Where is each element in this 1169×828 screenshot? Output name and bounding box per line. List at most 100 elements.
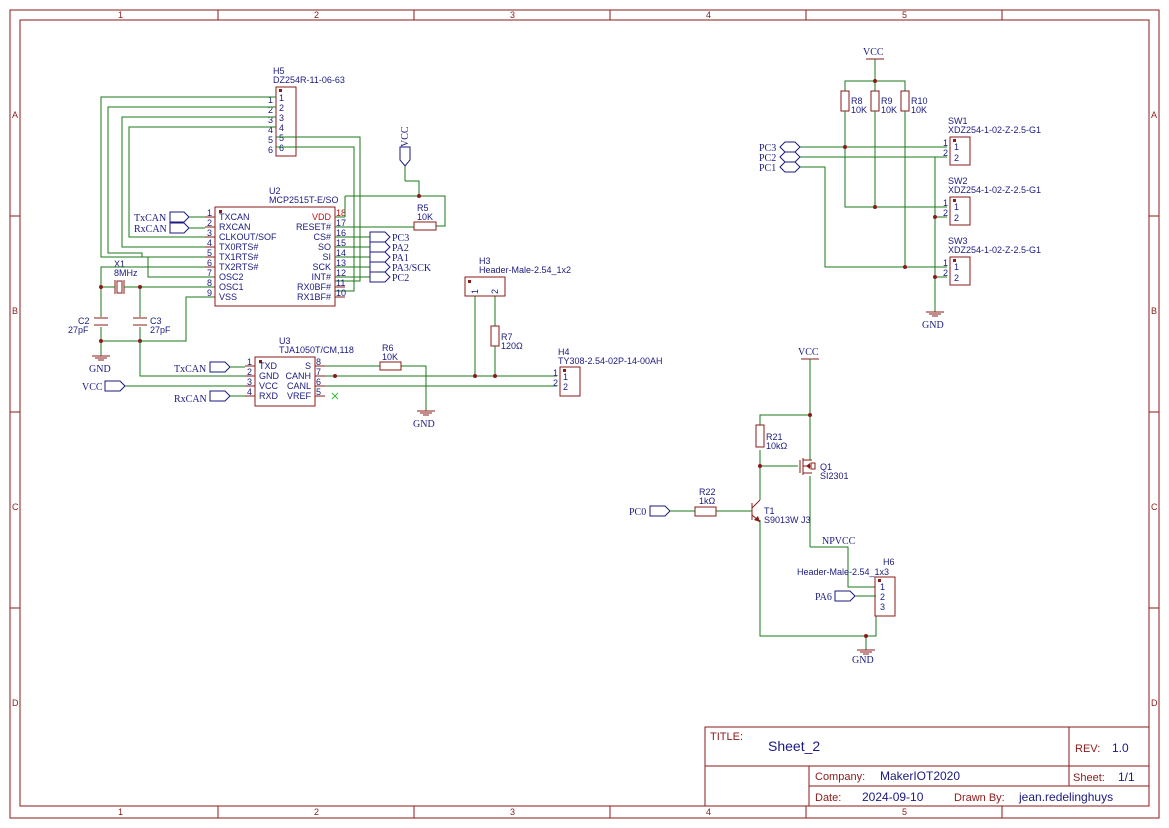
u3-pin-2-name: GND bbox=[259, 371, 280, 381]
h5-pin-4-name: 4 bbox=[279, 123, 284, 133]
u3-pin-3-num: 3 bbox=[247, 377, 252, 387]
gnd-label-u3: GND bbox=[413, 419, 435, 430]
u2-pin-3-name: CLKOUT/SOF bbox=[219, 232, 277, 242]
date-label: Date: bbox=[815, 792, 841, 804]
switch-sw2[interactable]: SW2 XDZ254-1-02-Z-2.5-G1 1 2 1 2 bbox=[943, 176, 1041, 226]
u2-pin-18-num: 18 bbox=[336, 208, 346, 218]
h5-ref: H5 bbox=[273, 66, 285, 76]
col-label-bottom-3: 3 bbox=[510, 807, 515, 817]
row-label-right-a: A bbox=[1151, 110, 1157, 120]
resistor-r22[interactable]: R22 1kΩ bbox=[694, 487, 717, 517]
gnd-symbol-u3: GND bbox=[413, 410, 435, 430]
sw1-pin-1-name: 1 bbox=[954, 142, 959, 152]
u2-part: MCP2515T-E/SO bbox=[269, 195, 339, 205]
u2-pin-2-num: 2 bbox=[207, 218, 212, 228]
u2-pin-16-num: 16 bbox=[336, 228, 346, 238]
resistor-r5[interactable]: R5 10K bbox=[413, 203, 437, 231]
u2-pin-17-name: RESET# bbox=[296, 222, 331, 232]
net-label-txcan-u3: TxCAN bbox=[174, 364, 206, 375]
u2-pin-5-num: 5 bbox=[207, 248, 212, 258]
h4-pin-2-num: 2 bbox=[553, 378, 558, 388]
r22-value: 1kΩ bbox=[699, 496, 716, 506]
u2-pin-11-num: 11 bbox=[336, 278, 345, 288]
u3-pin-4-name: RXD bbox=[259, 391, 279, 401]
header-h3[interactable]: H3 Header-Male-2.54_1x2 1 2 bbox=[464, 256, 571, 297]
pc0-flag: PC0 bbox=[629, 505, 695, 518]
h4-pin-2-name: 2 bbox=[563, 382, 568, 392]
c2-value: 27pF bbox=[68, 325, 89, 335]
r6-ref: R6 bbox=[382, 343, 394, 353]
switch-wires bbox=[800, 111, 947, 312]
q1-part: SI2301 bbox=[820, 471, 849, 481]
h5-part: DZ254R-11-06-63 bbox=[273, 75, 345, 85]
sw2-pin-1-name: 1 bbox=[954, 202, 959, 212]
sw2-part: XDZ254-1-02-Z-2.5-G1 bbox=[948, 185, 1041, 195]
u2-pin-9-name: VSS bbox=[219, 292, 237, 302]
sw3-part: XDZ254-1-02-Z-2.5-G1 bbox=[948, 245, 1041, 255]
row-label-right-d: D bbox=[1151, 698, 1158, 708]
u2-pin-11-name: RX0BF# bbox=[297, 282, 331, 292]
h3-pin-1: 1 bbox=[470, 289, 480, 294]
u2-pin-6-num: 6 bbox=[207, 258, 212, 268]
row-label-left-b: B bbox=[12, 306, 18, 316]
resistor-r21[interactable]: R21 10kΩ bbox=[755, 424, 788, 451]
u3-pin-2-num: 2 bbox=[247, 367, 252, 377]
u3-part: TJA1050T/CM,118 bbox=[279, 345, 354, 355]
h5-pin-6-name: 6 bbox=[279, 143, 284, 153]
mosfet-q1[interactable]: Q1 SI2301 bbox=[799, 458, 849, 481]
h5-pin-4-num: 4 bbox=[268, 125, 273, 135]
header-h6[interactable]: H6 Header-Male-2.54_1x3 1 2 3 bbox=[797, 557, 896, 617]
crystal-x1[interactable]: X1 8MHz bbox=[114, 259, 138, 294]
h6-pin-3: 3 bbox=[880, 602, 885, 612]
u2-pin-2-name: RXCAN bbox=[219, 222, 251, 232]
col-label-top-5: 5 bbox=[902, 10, 907, 20]
transistor-t1[interactable]: T1 S9013W J3 bbox=[716, 499, 811, 525]
col-label-top-1: 1 bbox=[118, 10, 123, 20]
net-label-pa2-u2: PA2 bbox=[392, 243, 409, 254]
h4-pin-1-num: 1 bbox=[553, 368, 558, 378]
capacitor-c3[interactable]: C3 27pF bbox=[133, 316, 171, 335]
h4-part: TY308-2.54-02P-14-00AH bbox=[558, 356, 663, 366]
x1-ref: X1 bbox=[114, 259, 125, 269]
sw2-pin-1-num: 1 bbox=[943, 198, 948, 208]
u3-pin-8-num: 8 bbox=[316, 357, 321, 367]
u2-pin-4-name: TX0RTS# bbox=[219, 242, 258, 252]
u2-spi-flags: PC3 PA2 PA1 PA3/SCK PC2 bbox=[335, 231, 432, 284]
sw2-ref: SW2 bbox=[948, 176, 968, 186]
vcc-symbol-switches: VCC bbox=[844, 47, 906, 91]
u2-pin-12-num: 12 bbox=[336, 268, 346, 278]
x1-value: 8MHz bbox=[114, 268, 138, 278]
u2-pin-15-name: SO bbox=[318, 242, 331, 252]
net-label-pa3sck-u2: PA3/SCK bbox=[392, 263, 432, 274]
resistor-r7[interactable]: R7 120Ω bbox=[490, 325, 523, 351]
sw1-part: XDZ254-1-02-Z-2.5-G1 bbox=[948, 125, 1041, 135]
net-label-pc3-sw: PC3 bbox=[759, 143, 776, 154]
u3-pin-3-name: VCC bbox=[259, 381, 279, 391]
switch-sw1[interactable]: SW1 XDZ254-1-02-Z-2.5-G1 1 2 1 2 bbox=[943, 116, 1041, 166]
u2-pin-1-num: 1 bbox=[207, 208, 212, 218]
sw2-pin-2-name: 2 bbox=[954, 213, 959, 223]
capacitor-c2[interactable]: C2 27pF bbox=[68, 316, 108, 335]
u2-pin-14-num: 14 bbox=[336, 248, 346, 258]
u2-pin-5-name: TX1RTS# bbox=[219, 252, 258, 262]
vcc-flag-u2: VCC bbox=[335, 126, 446, 228]
vcc-label-power: VCC bbox=[798, 347, 819, 358]
u3-pin-8-name: S bbox=[305, 361, 311, 371]
u3-pin-7-num: 7 bbox=[316, 367, 321, 377]
h6-pin-1: 1 bbox=[880, 582, 885, 592]
sw3-pin-1-name: 1 bbox=[954, 262, 959, 272]
h3-ref: H3 bbox=[479, 256, 491, 266]
connector-h5[interactable]: H5 DZ254R-11-06-63 1 2 3 4 5 6 1 2 3 4 5… bbox=[268, 66, 345, 157]
q1-ref: Q1 bbox=[820, 462, 832, 472]
switch-sw3[interactable]: SW3 XDZ254-1-02-Z-2.5-G1 1 2 1 2 bbox=[943, 236, 1041, 286]
drawn-by-label: Drawn By: bbox=[954, 792, 1005, 804]
h5-u2-wires bbox=[100, 96, 361, 292]
u2-txcan-net: TxCAN RxCAN bbox=[134, 211, 205, 235]
u2-pin-13-num: 13 bbox=[336, 258, 346, 268]
resistor-r6[interactable]: R6 10K bbox=[379, 343, 402, 371]
connector-h4[interactable]: H4 TY308-2.54-02P-14-00AH 1 2 1 2 bbox=[553, 347, 663, 397]
c3-value: 27pF bbox=[150, 325, 171, 335]
